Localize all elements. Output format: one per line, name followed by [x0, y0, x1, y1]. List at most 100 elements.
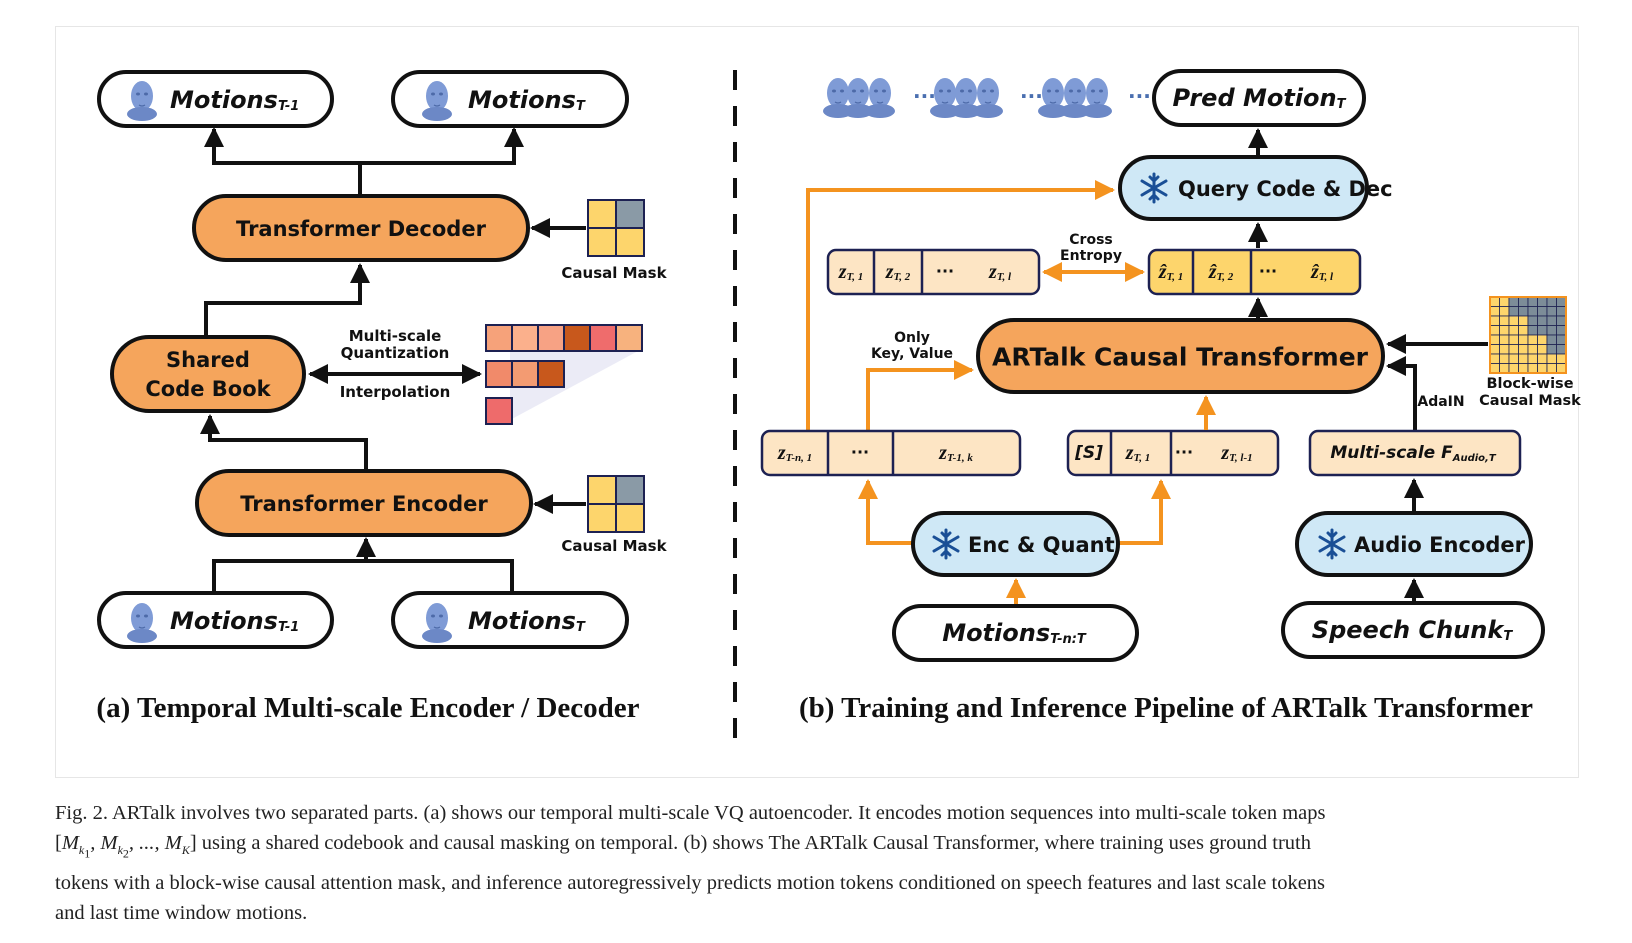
mask-cell: [1537, 353, 1548, 364]
mask-cell: [1537, 296, 1548, 307]
pred-token-2: ẑ: [1208, 261, 1218, 283]
gt-token-1-sub: T, 1: [847, 271, 864, 283]
mask-cell: [1546, 334, 1557, 345]
pred-motion-box: Pred MotionT: [1152, 69, 1366, 127]
mask-cell: [1489, 306, 1500, 317]
past-to-query-arrow: [806, 180, 1115, 432]
mask-cell: [1508, 306, 1519, 317]
figure-frame: [55, 26, 1579, 778]
mask-cell: [1508, 315, 1519, 326]
gt-token-2-sub: T, 2: [894, 271, 911, 283]
past-token-ellipsis: ···: [851, 443, 869, 462]
mask-cell: [1518, 334, 1529, 345]
svg-text:zT, 1: zT, 1: [838, 261, 864, 283]
pred-token-l-sub: T, l: [1319, 271, 1334, 283]
caption-line-2: [Mk1, Mk2, ..., MK] using a shared codeb…: [55, 832, 1311, 861]
msq-label-1: Multi-scale: [349, 327, 442, 345]
mask-cell: [1556, 325, 1567, 336]
start-token: [S]: [1074, 443, 1103, 463]
mask-cell: [1527, 315, 1538, 326]
mask-cell: [1489, 363, 1500, 374]
svg-text:Pred MotionT: Pred MotionT: [1172, 84, 1346, 112]
codebook-label-1: Shared: [166, 348, 250, 372]
mask-cell: [1527, 306, 1538, 317]
mask-cell: [1546, 315, 1557, 326]
past-token-row: zT-n, 1 ··· zT-1, k: [760, 429, 1022, 477]
caption-line-3: tokens with a block-wise causal attentio…: [55, 872, 1326, 895]
current-token-row: [S] zT, 1 ··· zT, l-1: [1066, 429, 1280, 477]
motions-prev-bottom-sub: T-1: [278, 620, 299, 635]
mask-cell: [1537, 306, 1548, 317]
speech-chunk-box: Speech ChunkT: [1281, 601, 1545, 659]
multiscale-audio-box: Multi-scale FAudio,T: [1308, 429, 1522, 477]
motions-prev-top-label: Motions: [170, 86, 278, 114]
cur-token-ellipsis: ···: [1175, 443, 1193, 462]
enc-quant-label: Enc & Quant: [968, 533, 1115, 557]
mask-cell: [1527, 344, 1538, 355]
pred-motion-sub: T: [1337, 97, 1347, 112]
past-token-k-sub: T-1, k: [947, 452, 973, 464]
causal-mask-encoder-label: Causal Mask: [561, 537, 667, 555]
cur-token-1: z: [1125, 442, 1134, 464]
motions-cur-bottom-label: Motions: [468, 607, 576, 635]
multiscale-token-maps: [485, 324, 643, 425]
encoder-to-codebook-arrow: [200, 414, 368, 470]
gt-token-l: z: [988, 261, 997, 283]
speech-chunk-label: Speech Chunk: [1312, 616, 1506, 644]
mask-cell: [1527, 296, 1538, 307]
gt-token-ellipsis: ···: [936, 262, 954, 281]
transformer-decoder-label: Transformer Decoder: [236, 217, 487, 241]
motions-cur-bottom-box: MotionsT: [391, 591, 629, 649]
mask-cell: [1499, 325, 1510, 336]
mask-cell: [1508, 363, 1519, 374]
svg-text:MotionsT: MotionsT: [468, 607, 586, 635]
mask-cell: [1527, 353, 1538, 364]
pred-token-l: ẑ: [1310, 261, 1320, 283]
pred-token-row: ẑT, 1 ẑT, 2 ··· ẑT, l: [1147, 248, 1362, 296]
mask-cell: [1546, 296, 1557, 307]
mask-cell: [1508, 353, 1519, 364]
mask-cell: [1518, 363, 1529, 374]
mask-cell: [1499, 306, 1510, 317]
mask-cell: [1489, 325, 1500, 336]
artalk-label: ARTalk Causal Transformer: [992, 343, 1369, 372]
mask-cell: [1537, 325, 1548, 336]
codebook-label-2: Code Book: [145, 377, 271, 401]
adain-arrow: [1386, 356, 1417, 432]
mask-cell: [1546, 344, 1557, 355]
svg-text:···: ···: [913, 84, 936, 108]
causal-mask-decoder: Causal Mask: [561, 199, 668, 282]
svg-text:zT, 1: zT, 1: [1125, 442, 1151, 464]
mask-cell: [1508, 296, 1519, 307]
svg-text:zT-1, k: zT-1, k: [938, 442, 973, 464]
ms-audio-label: Multi-scale F: [1330, 443, 1453, 463]
svg-text:zT, l: zT, l: [988, 261, 1012, 283]
mask-cell: [1518, 344, 1529, 355]
svg-text:zT, l-1: zT, l-1: [1220, 442, 1252, 464]
motions-input-label: Motions: [942, 619, 1050, 647]
svg-text:ẑT, l: ẑT, l: [1310, 261, 1334, 283]
mask-cell: [1518, 325, 1529, 336]
svg-text:···: ···: [1020, 84, 1043, 108]
mask-cell: [1508, 334, 1519, 345]
audio-encoder-box: Audio Encoder: [1295, 511, 1533, 577]
past-token-1-sub: T-n, 1: [786, 452, 813, 464]
mask-cell: [1489, 296, 1500, 307]
mask-cell: [1537, 344, 1548, 355]
encquant-to-cur-arrow: [1118, 479, 1171, 545]
mask-cell: [1489, 315, 1500, 326]
transformer-encoder-box: Transformer Encoder: [195, 469, 533, 537]
svg-text:ẑT, 2: ẑT, 2: [1208, 261, 1234, 283]
svg-text:MotionsT-n:T: MotionsT-n:T: [942, 619, 1087, 647]
mask-cell: [1556, 363, 1567, 374]
gt-token-l-sub: T, l: [997, 271, 1012, 283]
encquant-to-past-arrow: [858, 479, 913, 545]
mask-cell: [1527, 363, 1538, 374]
gt-token-1: z: [838, 261, 847, 283]
mask-cell: [1556, 344, 1567, 355]
codebook-to-decoder-arrow: [204, 263, 370, 336]
motions-prev-top-sub: T-1: [278, 99, 299, 114]
panel-b-title: (b) Training and Inference Pipeline of A…: [799, 692, 1533, 724]
ms-audio-sub: Audio,T: [1452, 453, 1497, 464]
